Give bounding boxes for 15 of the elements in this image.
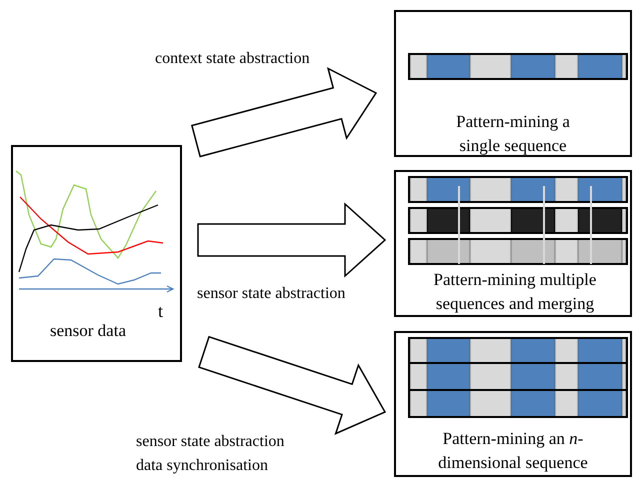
node-label: sensor data: [48, 320, 127, 342]
sensor-data-box: [11, 145, 182, 362]
axis-label: t: [158, 300, 164, 322]
edge-label: sensor state abstraction: [197, 284, 346, 304]
block-arrow: [197, 202, 386, 278]
node-label: Pattern-mining a single sequence: [455, 111, 571, 157]
block-arrow: [198, 336, 386, 435]
node-label: Pattern-mining multiple sequences and merging: [432, 269, 598, 315]
node-label: Pattern-mining an n-dimensional sequence: [437, 428, 589, 474]
edge-label: sensor state abstraction data synchronisation: [136, 432, 286, 476]
pattern-mining-box: [394, 10, 632, 157]
edge-label: context state abstraction: [155, 49, 311, 69]
block-arrow: [190, 67, 378, 158]
pattern-mining-box: [394, 170, 632, 317]
pattern-mining-box: [394, 331, 632, 477]
